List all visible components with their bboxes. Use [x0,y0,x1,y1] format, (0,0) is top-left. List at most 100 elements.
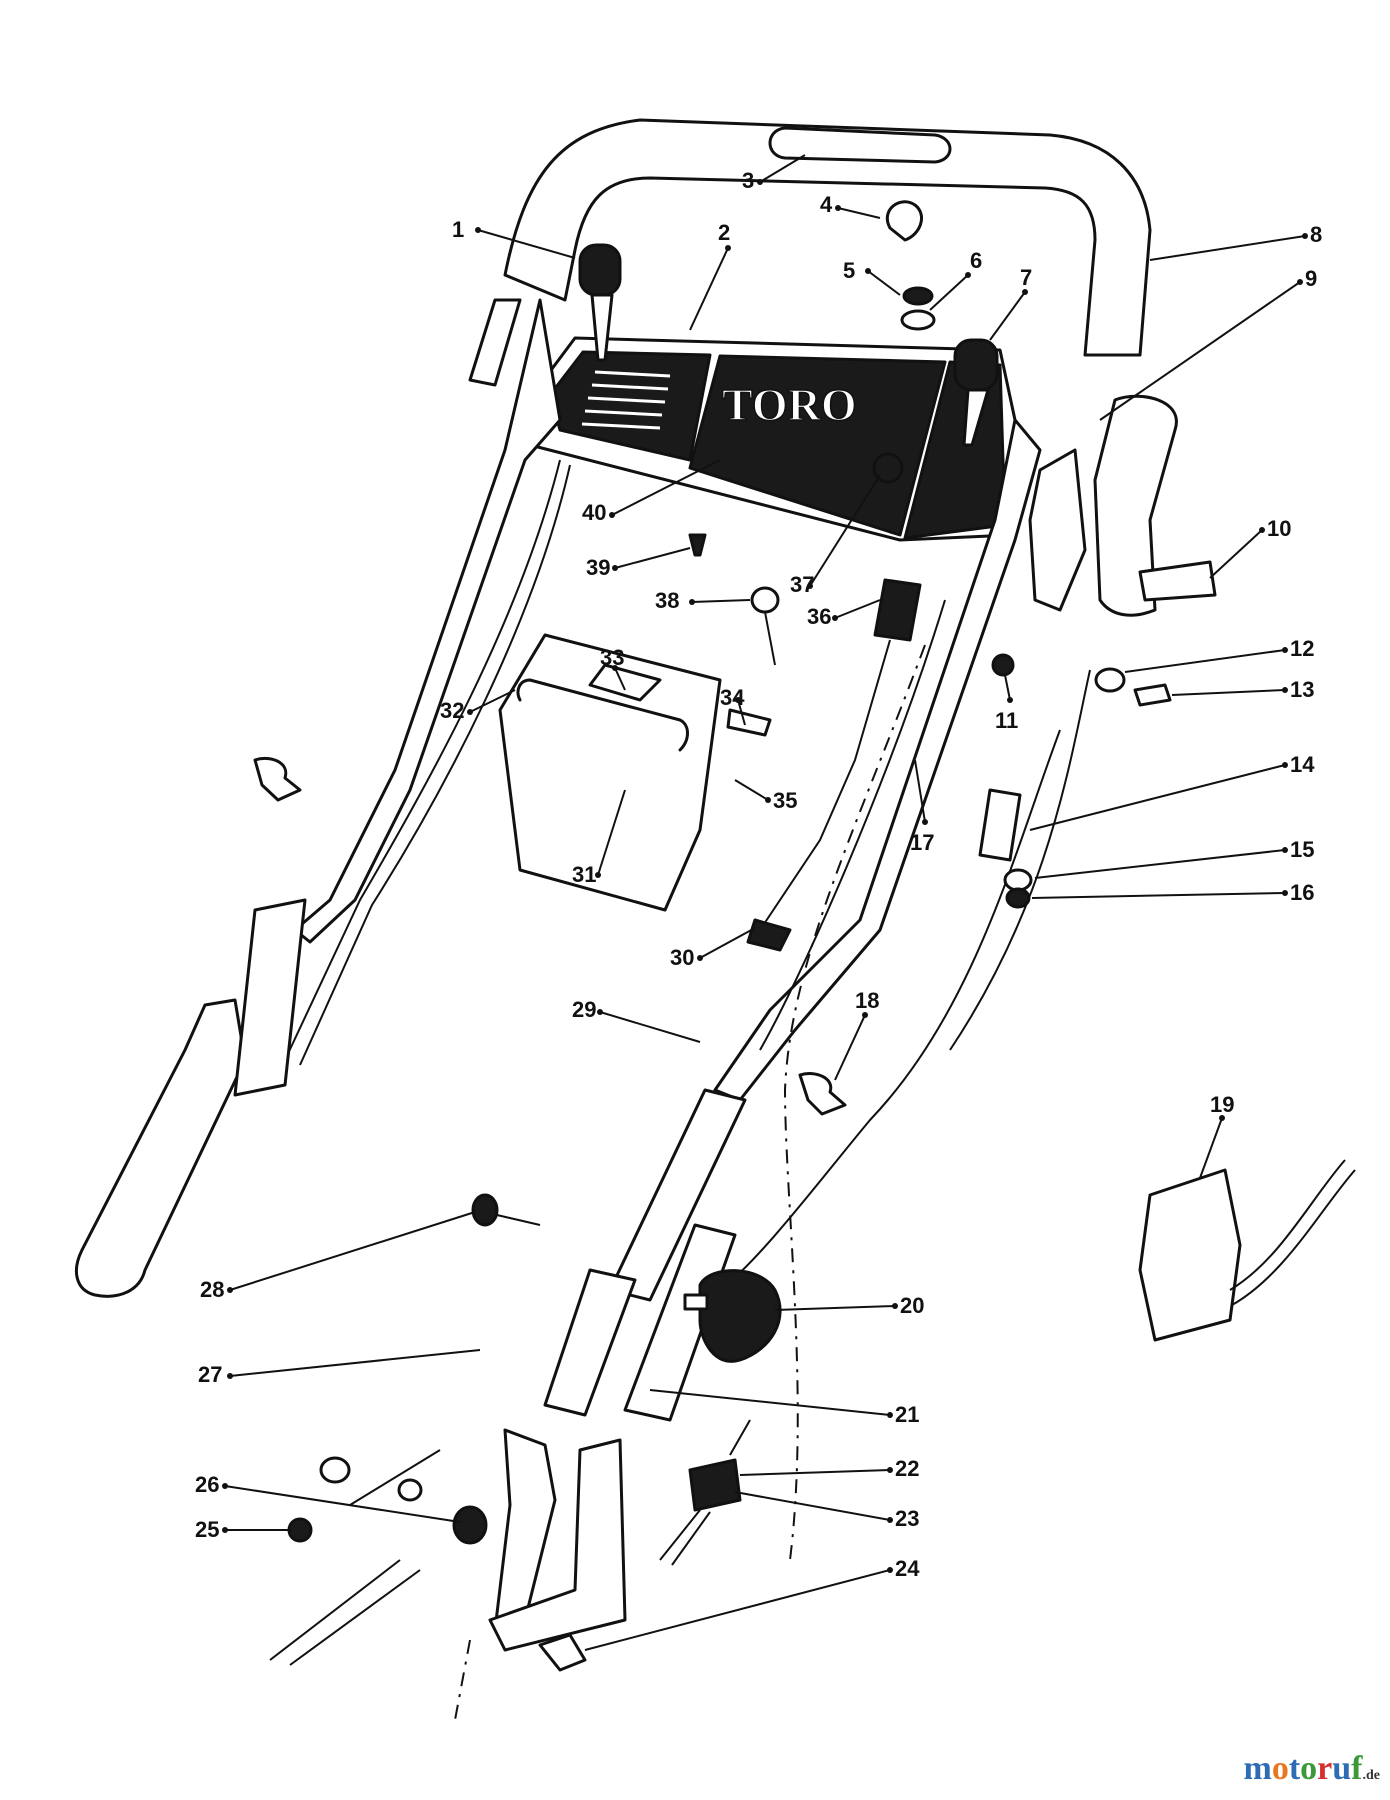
watermark-letter: f [1351,1750,1363,1787]
leader-line-34 [737,699,746,726]
leader-dot-22 [887,1467,893,1473]
leader-line-2 [689,247,729,331]
watermark-text: motoruf [1244,1750,1363,1787]
part-label-21: 21 [895,1402,919,1427]
brand-logo: TORO [722,379,857,430]
charger-box [1138,1159,1356,1342]
leader-dot-14 [1282,762,1288,768]
key-parts [872,200,936,484]
leader-line-8 [1149,235,1306,261]
part-label-3: 3 [742,168,754,193]
leader-line-5 [867,270,901,296]
part-label-37: 37 [790,572,814,597]
knob [683,1269,782,1363]
leader-line-27 [229,1349,481,1377]
part-label-10: 10 [1267,516,1291,541]
part-label-33: 33 [600,645,624,670]
part-label-12: 12 [1290,636,1314,661]
handle-assembly-drawing: TORO [74,118,1356,1721]
leader-dot-12 [1282,647,1288,653]
leader-dot-36 [832,615,838,621]
part-label-14: 14 [1290,752,1315,777]
leader-dot-19 [1219,1115,1225,1121]
leader-line-18 [834,1014,866,1081]
part-label-38: 38 [655,588,679,613]
leader-dot-10 [1259,527,1265,533]
leader-dot-29 [597,1009,603,1015]
leader-dot-8 [1302,233,1308,239]
watermark-letter: u [1332,1750,1352,1787]
leader-line-26 [224,1485,461,1523]
watermark-logo: motoruf.de [1244,1750,1381,1788]
part-label-29: 29 [572,997,596,1022]
leader-line-32 [469,689,516,713]
leader-line-7 [989,291,1026,341]
lower-left-tube [74,898,307,1298]
leader-line-40 [611,459,721,516]
part-label-26: 26 [195,1472,219,1497]
leader-dot-17 [922,819,928,825]
watermark-letter: o [1300,1750,1318,1787]
leader-dot-40 [609,512,615,518]
part-label-16: 16 [1290,880,1314,905]
leader-dot-18 [862,1012,868,1018]
leader-line-29 [599,1011,701,1043]
part-labels: 1 2 3 4 5 6 7 8 9 10 11 12 13 14 15 16 1… [195,168,1322,1581]
leader-dot-21 [887,1412,893,1418]
leader-dot-2 [725,245,731,251]
leader-dot-28 [227,1287,233,1293]
leader-line-21 [649,1389,891,1416]
part-label-17: 17 [910,830,934,855]
leader-line-38 [691,599,751,603]
watermark-letter: o [1271,1750,1289,1787]
leader-dot-11 [1007,697,1013,703]
leader-dot-30 [697,955,703,961]
leader-dot-24 [887,1567,893,1573]
part-label-30: 30 [670,945,694,970]
leader-line-16 [1031,892,1286,899]
leader-line-30 [699,927,756,959]
part-label-4: 4 [820,192,833,217]
leader-line-4 [837,207,881,219]
leader-dot-27 [227,1373,233,1379]
leader-line-15 [1034,849,1286,879]
right-bracket [978,394,1217,909]
leader-dot-33 [612,665,618,671]
part-label-19: 19 [1210,1092,1234,1117]
leader-line-19 [1199,1117,1223,1179]
leader-line-24 [584,1569,891,1651]
leader-dot-1 [475,227,481,233]
battery-box [498,633,772,912]
part-label-32: 32 [440,698,464,723]
lower-bracket [269,1428,627,1721]
leader-line-28 [229,1211,476,1291]
leader-line-35 [734,779,769,801]
part-label-22: 22 [895,1456,919,1481]
leader-line-13 [1171,689,1286,696]
part-label-31: 31 [572,862,596,887]
watermark-letter: m [1243,1750,1272,1787]
part-label-9: 9 [1305,266,1317,291]
part-label-23: 23 [895,1506,919,1531]
part-label-28: 28 [200,1277,224,1302]
leader-dot-38 [689,599,695,605]
leader-line-14 [1029,764,1286,831]
part-label-2: 2 [718,220,730,245]
leader-dot-6 [965,272,971,278]
part-label-18: 18 [855,988,879,1013]
leader-dot-4 [835,205,841,211]
leader-dot-35 [765,797,771,803]
part-label-24: 24 [895,1556,920,1581]
part-label-39: 39 [586,555,610,580]
leader-line-9 [1099,281,1301,421]
watermark-suffix: .de [1362,1768,1381,1783]
leader-dot-16 [1282,890,1288,896]
leader-dot-31 [595,872,601,878]
leader-line-36 [834,599,881,619]
leader-line-1 [477,229,576,259]
leader-dot-34 [735,697,741,703]
part-label-5: 5 [843,258,855,283]
leader-dot-20 [892,1303,898,1309]
part-label-27: 27 [198,1362,222,1387]
